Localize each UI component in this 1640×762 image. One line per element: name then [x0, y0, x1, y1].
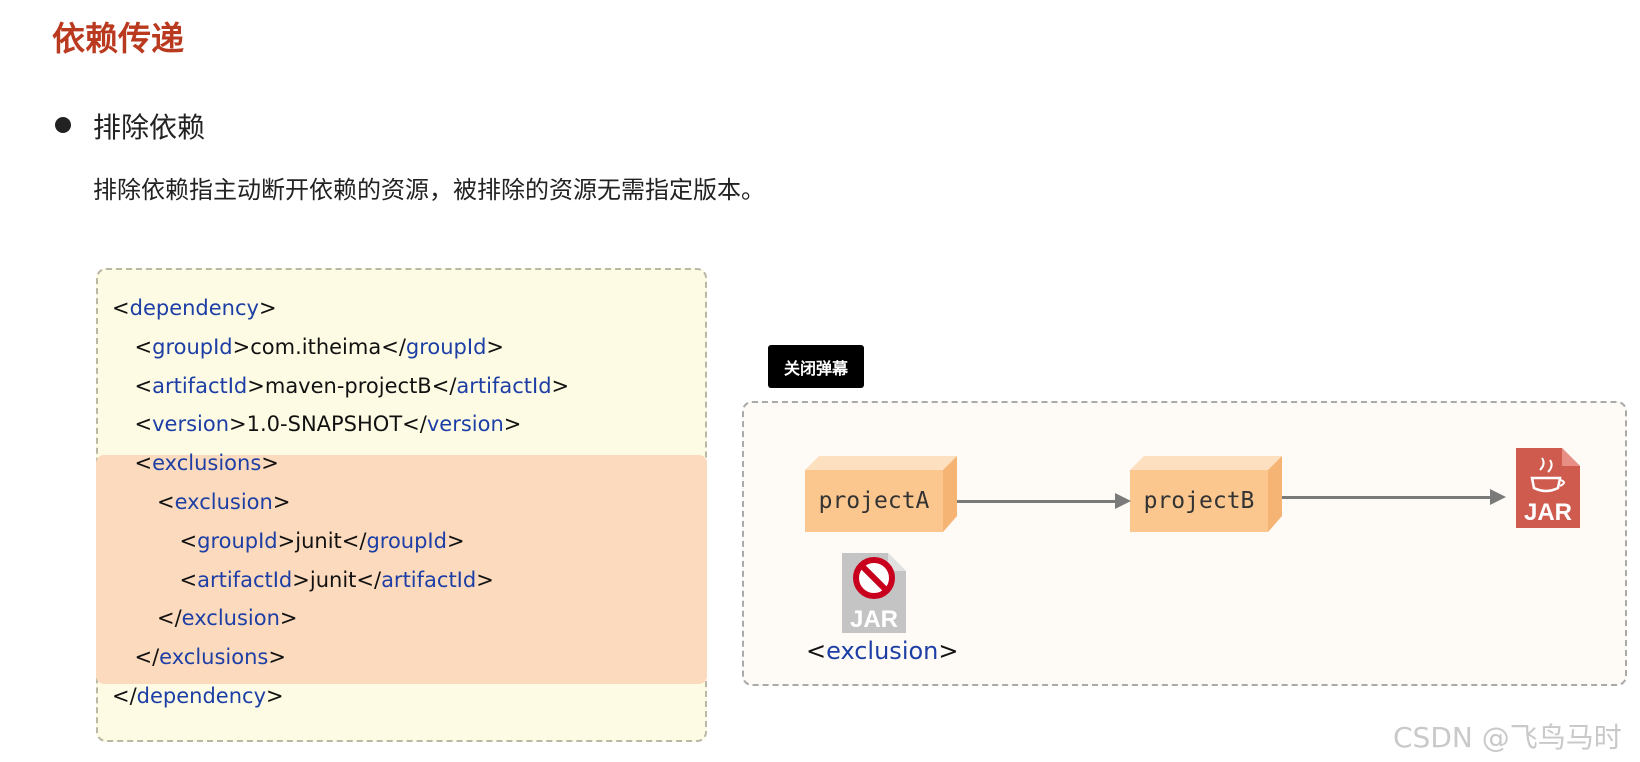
diagram-panel	[742, 401, 1627, 686]
code-line: <exclusions>	[134, 451, 279, 476]
description-text: 排除依赖指主动断开依赖的资源，被排除的资源无需指定版本。	[93, 176, 765, 204]
code-line: <artifactId>junit</artifactId>	[179, 567, 494, 592]
project-a-box-icon	[805, 456, 957, 532]
project-a-label: projectA	[818, 488, 930, 514]
jar-icon-label: JAR	[1524, 499, 1572, 526]
code-line: <dependency>	[112, 296, 277, 320]
exclusion-tag-label: <exclusion>	[806, 637, 959, 665]
excluded-jar-icon-label: JAR	[850, 606, 898, 633]
exclusions-highlight	[96, 455, 707, 684]
project-b-label: projectB	[1143, 488, 1255, 514]
code-line: </dependency>	[112, 684, 284, 708]
arrow-a-to-b-head-icon	[1115, 493, 1131, 509]
bullet-heading: 排除依赖	[93, 111, 206, 144]
code-line: <version>1.0-SNAPSHOT</version>	[134, 412, 522, 437]
code-line: <exclusion>	[157, 490, 291, 514]
arrow-a-to-b	[957, 500, 1117, 503]
code-line: </exclusion>	[157, 606, 298, 631]
arrow-b-to-jar-head-icon	[1490, 489, 1506, 505]
bullet-icon	[55, 117, 71, 133]
prohibited-icon	[853, 557, 895, 599]
code-line: </exclusions>	[134, 645, 286, 670]
project-b-box-icon	[1130, 456, 1282, 532]
jar-file-icon: JAR	[1516, 448, 1580, 528]
code-line: <groupId>junit</groupId>	[179, 528, 465, 553]
code-line: <groupId>com.itheima</groupId>	[134, 334, 505, 359]
slide-title: 依赖传递	[52, 19, 184, 58]
code-line: <artifactId>maven-projectB</artifactId>	[134, 373, 570, 398]
csdn-watermark: CSDN @飞鸟马时	[1393, 721, 1622, 754]
arrow-b-to-jar	[1282, 496, 1492, 499]
close-danmaku-button[interactable]: 关闭弹幕	[768, 345, 864, 388]
